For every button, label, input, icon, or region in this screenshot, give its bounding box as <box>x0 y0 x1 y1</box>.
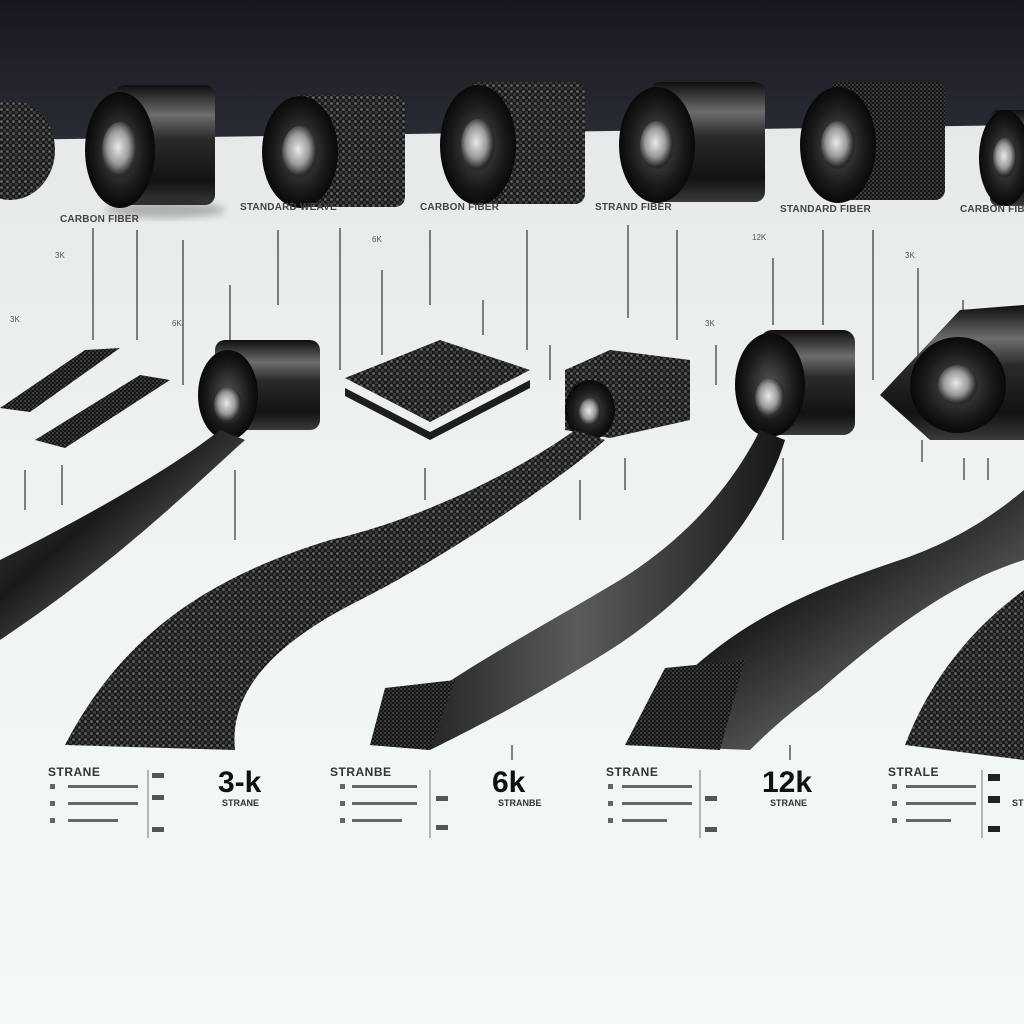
ribbon-3 <box>370 430 785 750</box>
mid-label-2: 3K <box>10 315 20 324</box>
ribbon-4-texture <box>625 660 745 750</box>
roll-3 <box>262 95 405 208</box>
top-label-5: STANDARD FIBER <box>780 204 872 215</box>
section-3-title: STRANE <box>606 765 658 779</box>
section-2: STRANBE 6k STRANBE <box>330 765 542 838</box>
mid-label-3: 6K <box>172 319 182 328</box>
roll-7 <box>979 110 1024 206</box>
section-1-value: 3-k <box>218 766 262 799</box>
mid-label-1: 3K <box>55 251 65 260</box>
mid-label-4: 6K <box>372 235 382 244</box>
top-roll-row <box>0 82 1024 218</box>
section-2-title: STRANBE <box>330 765 392 779</box>
roll-4 <box>440 82 585 205</box>
weave-sheet-stack <box>345 340 530 440</box>
mid-label-7: 3K <box>905 251 915 260</box>
roll-6 <box>800 82 945 203</box>
roll-1 <box>0 100 55 200</box>
roll-5 <box>619 82 765 203</box>
mid-roll-4 <box>880 305 1024 440</box>
top-label-4: STRAND FIBER <box>595 202 672 213</box>
mid-roll-2 <box>565 350 690 440</box>
mid-roll-1 <box>198 340 320 440</box>
mid-label-6: 3K <box>705 319 715 328</box>
section-3: STRANE 12k STRANE <box>606 765 812 838</box>
mid-labels: 3K 3K 6K 6K 12K 3K 3K <box>10 233 915 328</box>
section-2-value: 6k <box>492 766 526 799</box>
top-label-3: CARBON FIBER <box>420 202 500 213</box>
mid-label-5: 12K <box>752 233 767 242</box>
section-1-caption: STRANE <box>222 798 259 808</box>
ribbon-5 <box>905 590 1024 760</box>
section-3-value: 12k <box>762 766 812 799</box>
section-4: STRALE STRALE <box>888 765 1024 838</box>
ribbon-tapes <box>0 430 1024 760</box>
section-4-caption: STRALE <box>1012 798 1024 808</box>
connector-lines <box>24 225 989 760</box>
top-labels: CARBON FIBER STANDARD WEAVE CARBON FIBER… <box>60 202 1024 225</box>
section-1-title: STRANE <box>48 765 100 779</box>
flat-strips-left <box>0 348 170 448</box>
roll-2 <box>85 85 225 218</box>
ribbon-3-texture <box>370 680 455 750</box>
top-label-2: STANDARD WEAVE <box>240 202 337 213</box>
section-4-title: STRALE <box>888 765 939 779</box>
section-1: STRANE 3-k STRANE <box>48 765 262 838</box>
section-2-caption: STRANBE <box>498 798 542 808</box>
section-3-caption: STRANE <box>770 798 807 808</box>
ribbon-1 <box>0 430 245 640</box>
ribbon-2 <box>65 430 605 750</box>
top-label-6: CARBON FIBER <box>960 204 1024 215</box>
top-label-1: CARBON FIBER <box>60 214 140 225</box>
mid-roll-3 <box>735 330 855 437</box>
